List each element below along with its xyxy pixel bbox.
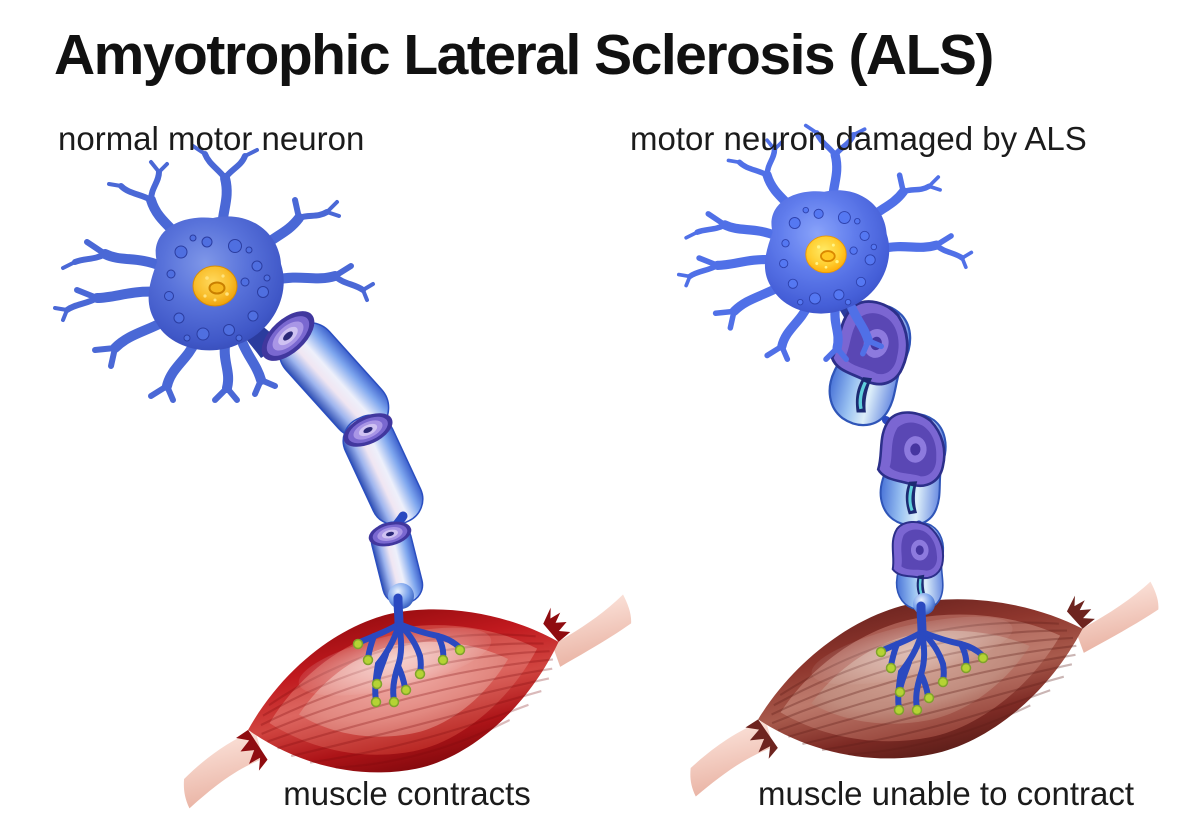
caption-muscle-unable: muscle unable to contract [757,775,1135,812]
neuron-damaged [679,126,988,715]
page-title: Amyotrophic Lateral Sclerosis (ALS) [54,23,994,87]
caption-muscle-contracts: muscle contracts [283,775,531,812]
label-damaged-neuron: motor neuron damaged by ALS [630,120,1087,157]
tendon [174,729,271,809]
cell-body [679,126,972,360]
label-normal-neuron: normal motor neuron [58,120,365,157]
neuron-normal [55,146,465,707]
damaged-myelin-segment [872,409,950,529]
